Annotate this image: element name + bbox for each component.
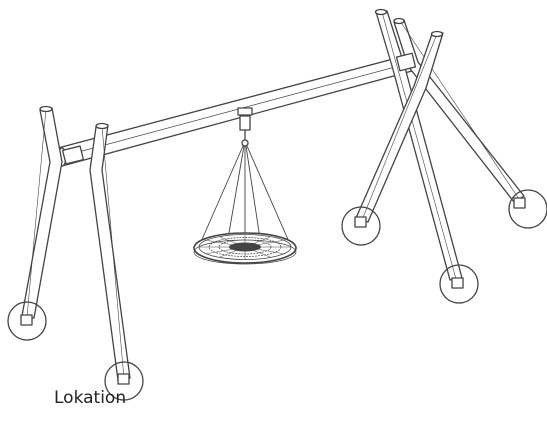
nest-swing	[193, 107, 297, 265]
anchor-callout-2	[104, 361, 144, 401]
anchor-callout-5	[508, 189, 547, 229]
right-a-frame	[355, 8, 525, 281]
anchor-callout-1	[7, 301, 47, 341]
left-a-frame	[21, 105, 131, 381]
figure-caption: Lokation	[54, 388, 127, 408]
ground-anchor-callouts	[7, 189, 547, 401]
top-beam	[57, 54, 413, 167]
anchor-callout-3	[341, 206, 381, 246]
anchor-callout-4	[439, 264, 479, 304]
